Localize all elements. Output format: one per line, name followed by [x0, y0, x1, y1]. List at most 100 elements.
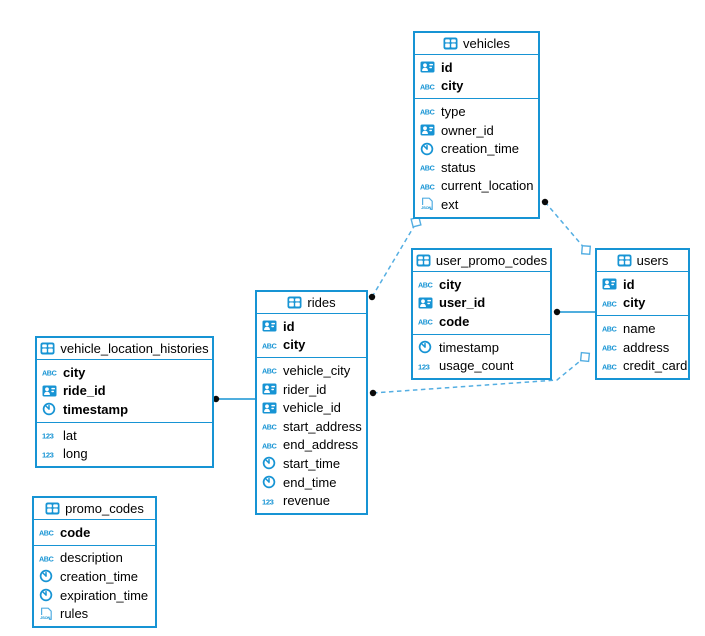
column-timestamp[interactable]: timestamp: [413, 338, 550, 357]
column-name: end_time: [283, 474, 337, 490]
text-icon: ABC: [418, 316, 435, 327]
svg-text:ABC: ABC: [418, 318, 433, 327]
column-description[interactable]: ABC description: [34, 549, 155, 568]
table-header[interactable]: rides: [257, 292, 366, 314]
column-expiration_time[interactable]: expiration_time: [34, 586, 155, 605]
column-name: id: [623, 276, 635, 292]
time-icon: [262, 456, 279, 470]
column-city[interactable]: ABC city: [597, 294, 688, 313]
text-icon: ABC: [42, 367, 59, 378]
column-rider_id[interactable]: rider_id: [257, 380, 366, 399]
relation-line[interactable]: [371, 222, 417, 298]
svg-text:ABC: ABC: [262, 441, 277, 450]
table-header[interactable]: users: [597, 250, 688, 272]
svg-text:123: 123: [42, 431, 54, 440]
text-icon: ABC: [602, 298, 619, 308]
table-name: promo_codes: [65, 501, 144, 516]
time-icon: [39, 588, 56, 602]
svg-text:123: 123: [42, 450, 54, 459]
relation-rides-vehicles: [368, 216, 422, 301]
column-id[interactable]: id: [415, 58, 538, 77]
column-start_time[interactable]: start_time: [257, 454, 366, 473]
column-owner_id[interactable]: owner_id: [415, 121, 538, 140]
column-name: ride_id: [63, 383, 106, 399]
column-id[interactable]: id: [257, 317, 366, 336]
column-name: creation_time: [441, 141, 520, 157]
column-end_address[interactable]: ABC end_address: [257, 436, 366, 455]
column-name: city: [623, 295, 646, 311]
time-icon: [420, 142, 437, 156]
relation-line[interactable]: [544, 201, 587, 251]
column-creation_time[interactable]: creation_time: [34, 567, 155, 586]
column-ride_id[interactable]: ride_id: [37, 382, 212, 401]
column-end_time[interactable]: end_time: [257, 473, 366, 492]
column-name: address: [623, 339, 670, 355]
column-name: owner_id: [441, 122, 494, 138]
svg-text:ABC: ABC: [418, 281, 433, 290]
svg-text:ABC: ABC: [262, 341, 277, 350]
id-icon: [262, 402, 279, 414]
id-icon: [420, 61, 437, 73]
table-icon: [416, 254, 431, 267]
column-timestamp[interactable]: timestamp: [37, 400, 212, 419]
table-header[interactable]: promo_codes: [34, 498, 155, 520]
json-icon: JSON: [39, 607, 56, 621]
table-name: users: [636, 253, 669, 268]
text-icon: ABC: [262, 340, 279, 350]
text-icon: ABC: [420, 162, 437, 173]
table-header[interactable]: vehicles: [415, 33, 538, 55]
table-icon: [443, 37, 458, 50]
text-icon: ABC: [262, 440, 279, 450]
relation-vehicles-users: [541, 198, 592, 256]
column-name: end_address: [283, 437, 359, 453]
column-vehicle_id[interactable]: vehicle_id: [257, 398, 366, 417]
svg-text:123: 123: [418, 362, 430, 371]
svg-text:ABC: ABC: [39, 554, 54, 563]
text-icon: ABC: [420, 106, 437, 117]
column-user_id[interactable]: user_id: [413, 294, 550, 313]
column-name: description: [60, 550, 123, 566]
column-name: id: [283, 318, 295, 334]
svg-text:123: 123: [262, 497, 274, 506]
column-creation_time[interactable]: creation_time: [415, 139, 538, 158]
relation-line[interactable]: [372, 356, 586, 394]
column-id[interactable]: id: [597, 275, 688, 294]
svg-text:ABC: ABC: [420, 182, 435, 191]
table-header[interactable]: vehicle_location_histories: [37, 338, 212, 360]
table-header[interactable]: user_promo_codes: [413, 250, 550, 272]
